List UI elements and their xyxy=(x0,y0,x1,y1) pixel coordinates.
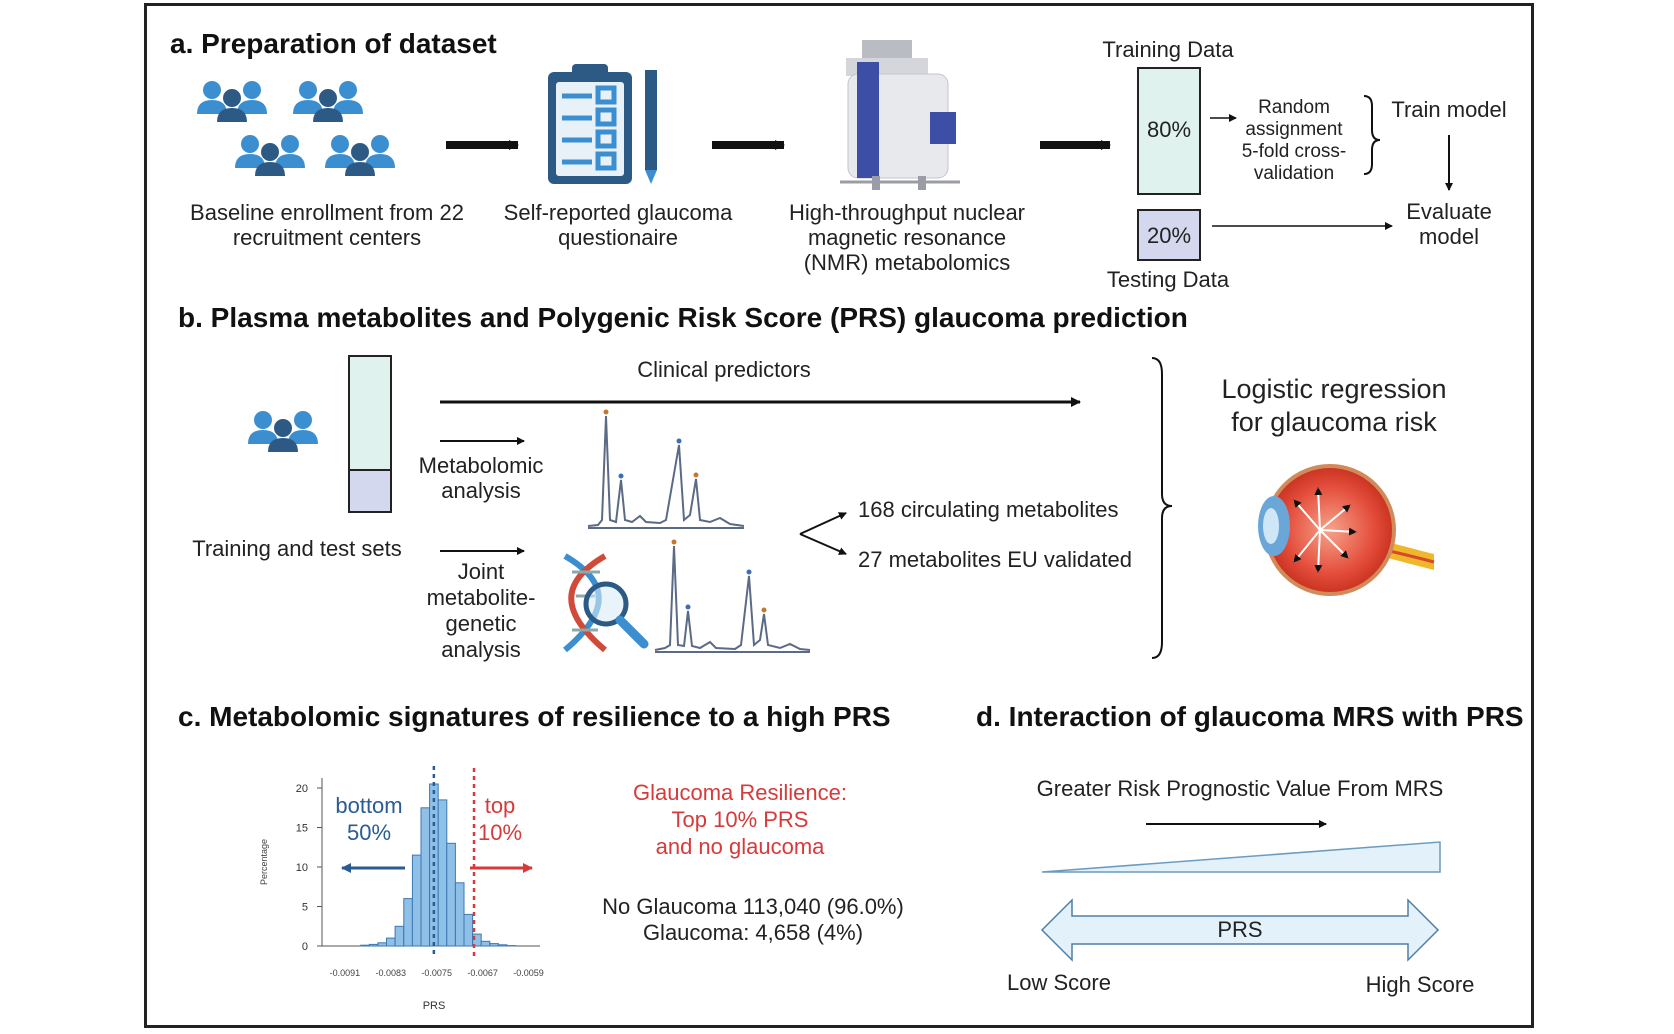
evaluate-label-2: model xyxy=(1419,224,1479,249)
hist-xtick-label: -0.0059 xyxy=(513,968,544,978)
hist-bar xyxy=(437,799,448,947)
resilience-line-1: Glaucoma Resilience: xyxy=(633,780,847,805)
top-label-1: top xyxy=(485,793,516,818)
section-c-title: c. Metabolomic signatures of resilience … xyxy=(178,701,891,732)
people-icon xyxy=(248,411,318,452)
training-data-box xyxy=(1137,67,1201,195)
testing-data-label: Testing Data xyxy=(1107,267,1230,292)
arrow-168 xyxy=(799,512,847,535)
prs-label: PRS xyxy=(1217,917,1262,942)
hist-ytick-label: 5 xyxy=(302,902,308,914)
hist-xlabel: PRS xyxy=(423,1000,446,1012)
joint-label-4: analysis xyxy=(441,637,520,662)
random-line-1: Random xyxy=(1258,97,1330,118)
bottom-label-1: bottom xyxy=(335,793,402,818)
hist-ytick-label: 15 xyxy=(296,823,308,835)
testing-data-box xyxy=(1137,209,1201,261)
greater-risk-label: Greater Risk Prognostic Value From MRS xyxy=(1037,776,1444,801)
training-pct: 80% xyxy=(1147,117,1191,142)
hist-bar xyxy=(480,940,491,947)
hist-xtick-label: -0.0091 xyxy=(330,968,361,978)
hist-bar xyxy=(411,854,422,947)
hist-bar xyxy=(463,913,474,947)
hist-bar xyxy=(420,807,431,947)
section-a-title: a. Preparation of dataset xyxy=(170,28,497,59)
hist-bar xyxy=(489,943,499,947)
hist-bar xyxy=(394,925,405,947)
hist-bar xyxy=(377,942,387,947)
nmr-label-2: magnetic resonance xyxy=(808,225,1006,250)
joint-label-3: genetic xyxy=(446,611,517,636)
nmr-label-3: (NMR) metabolomics xyxy=(804,250,1011,275)
train-bar xyxy=(348,355,392,471)
hist-bar xyxy=(454,882,465,947)
prs-histogram: 0 5 10 15 20 -0.0091 -0.0083 -0.0075 -0.0067 -0.… xyxy=(259,766,544,1012)
train-model-label: Train model xyxy=(1391,97,1506,122)
questionnaire-label-2: questionaire xyxy=(558,225,678,250)
low-score-label: Low Score xyxy=(1007,970,1111,995)
resilience-line-2: Top 10% PRS xyxy=(672,807,809,832)
hist-bar xyxy=(386,937,396,947)
high-score-label: High Score xyxy=(1366,972,1475,997)
nmr-label-1: High-throughput nuclear xyxy=(789,200,1025,225)
hist-ytick-label: 10 xyxy=(296,862,308,874)
train-test-label: Training and test sets xyxy=(192,536,402,561)
eye-icon xyxy=(1258,464,1435,596)
random-line-3: 5-fold cross- xyxy=(1242,141,1347,162)
hist-bar xyxy=(360,944,370,947)
nmr-machine-icon xyxy=(840,40,960,190)
arrow-27 xyxy=(799,533,847,555)
random-line-4: validation xyxy=(1254,163,1334,184)
evaluate-label-1: Evaluate xyxy=(1406,199,1492,224)
section-b-title: b. Plasma metabolites and Polygenic Risk… xyxy=(178,302,1188,333)
metabolomic-label-1: Metabolomic xyxy=(419,453,544,478)
joint-label-2: metabolite- xyxy=(427,585,536,610)
clinical-predictors-label: Clinical predictors xyxy=(637,357,811,382)
people-group-icon xyxy=(197,81,395,176)
enroll-label-2: recruitment centers xyxy=(233,225,421,250)
metabolites-168-label: 168 circulating metabolites xyxy=(858,497,1118,522)
hist-bar xyxy=(368,943,379,947)
dna-magnifier-icon xyxy=(563,553,649,653)
clipboard-icon xyxy=(548,64,657,184)
no-glaucoma-count: No Glaucoma 113,040 (96.0%) xyxy=(602,894,904,919)
glaucoma-count: Glaucoma: 4,658 (4%) xyxy=(643,920,863,945)
hist-xtick-label: -0.0067 xyxy=(467,968,498,978)
brace-random xyxy=(1363,95,1381,175)
random-line-2: assignment xyxy=(1245,119,1343,140)
section-d-title: d. Interaction of glaucoma MRS with PRS xyxy=(976,701,1524,732)
hist-xtick-label: -0.0075 xyxy=(421,968,452,978)
brace-b xyxy=(1151,357,1173,659)
nmr-spectrum-2 xyxy=(654,539,811,653)
prs-double-arrow xyxy=(1040,898,1440,962)
top-label-2: 10% xyxy=(478,820,522,845)
nmr-spectrum-1 xyxy=(587,409,745,529)
bottom-label-2: 50% xyxy=(347,820,391,845)
mrs-wedge xyxy=(1041,841,1441,873)
hist-xtick-label: -0.0083 xyxy=(376,968,407,978)
enroll-label-1: Baseline enrollment from 22 xyxy=(190,200,464,225)
testing-pct: 20% xyxy=(1147,223,1191,248)
hist-bar xyxy=(446,842,456,947)
joint-label-1: Joint xyxy=(458,559,504,584)
questionnaire-label-1: Self-reported glaucoma xyxy=(504,200,733,225)
hist-ylabel: Percentage xyxy=(259,839,269,885)
hist-bar xyxy=(472,933,482,947)
resilience-line-3: and no glaucoma xyxy=(656,834,826,859)
hist-bar xyxy=(403,898,413,947)
logistic-label-1: Logistic regression xyxy=(1221,374,1446,404)
metabolomic-label-2: analysis xyxy=(441,478,520,503)
hist-ytick-label: 0 xyxy=(302,941,308,953)
metabolites-27-label: 27 metabolites EU validated xyxy=(858,547,1132,572)
hist-ytick-label: 20 xyxy=(296,783,308,795)
training-data-label: Training Data xyxy=(1102,37,1234,62)
logistic-label-2: for glaucoma risk xyxy=(1231,407,1437,437)
test-bar xyxy=(348,469,392,513)
hist-bar xyxy=(497,944,508,947)
